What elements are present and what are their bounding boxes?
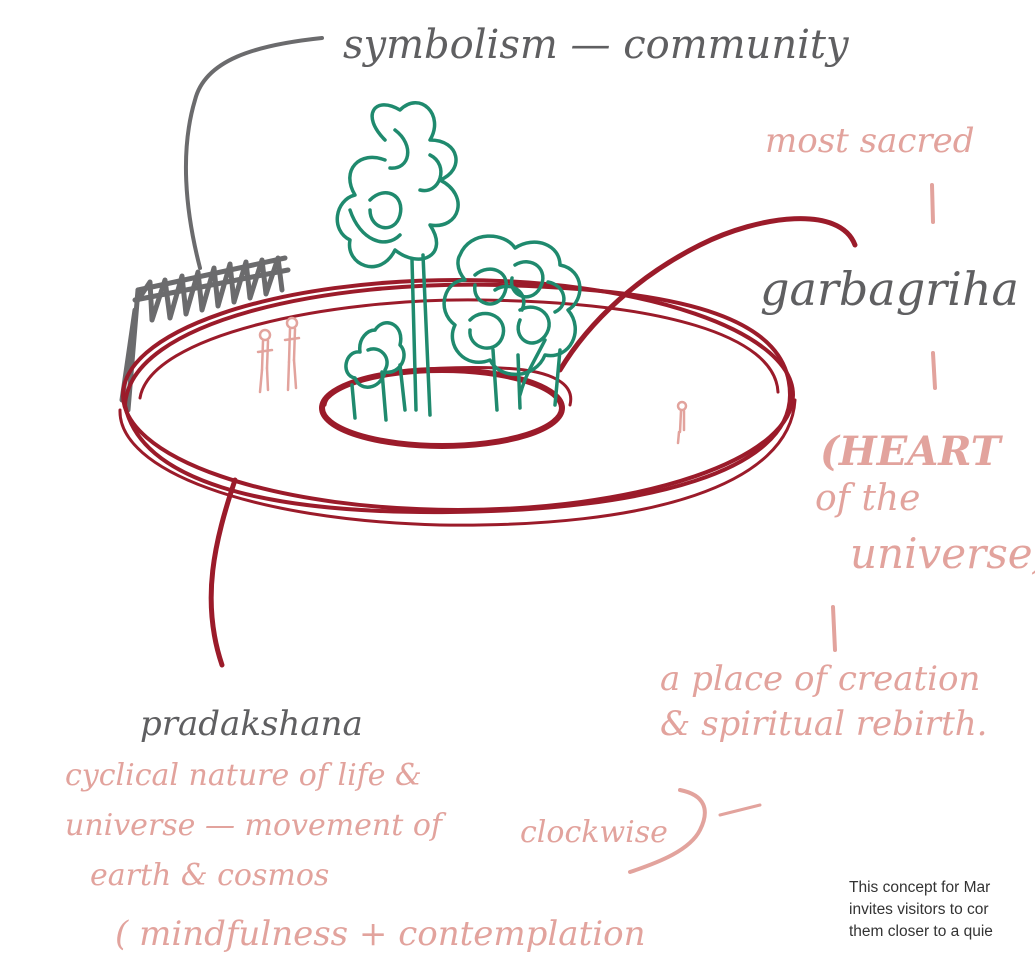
connector-strokes (628, 183, 937, 874)
caption-line-1: This concept for Mar (849, 879, 991, 896)
shelter-canopy (119, 255, 291, 413)
pradakshana-ring (118, 278, 797, 527)
creation-label-line1: a place of creation (660, 659, 980, 699)
cyclical-label-line2: universe — movement of (65, 808, 447, 843)
visitor-figures (256, 316, 688, 445)
heart-label-line1: (HEART (820, 428, 1004, 475)
pradakshana-leader-line (208, 477, 238, 668)
clockwise-label: clockwise (520, 815, 668, 850)
heart-label-line3: universe) (850, 529, 1035, 578)
sacred-trees (335, 101, 582, 422)
caption-line-2: invites visitors to cor (849, 901, 989, 918)
symbolism-label: symbolism — community (343, 22, 850, 68)
garbagriha-leader-line (557, 216, 858, 373)
creation-label-line2: & spiritual rebirth. (660, 704, 987, 744)
garbagriha-label: garbagriha (760, 262, 1019, 316)
concept-caption: This concept for Mar invites visitors to… (849, 877, 1035, 943)
caption-line-3: them closer to a quie (849, 923, 993, 940)
mindfulness-label: ( mindfulness + contemplation (115, 914, 645, 954)
cyclical-label-line3: earth & cosmos (90, 858, 329, 893)
cyclical-label-line1: cyclical nature of life & (65, 758, 422, 793)
pradakshana-label: pradakshana (140, 704, 363, 744)
heart-label-line2: of the (815, 478, 920, 519)
most-sacred-label: most sacred (765, 121, 975, 161)
symbolism-leader-line (183, 36, 324, 270)
